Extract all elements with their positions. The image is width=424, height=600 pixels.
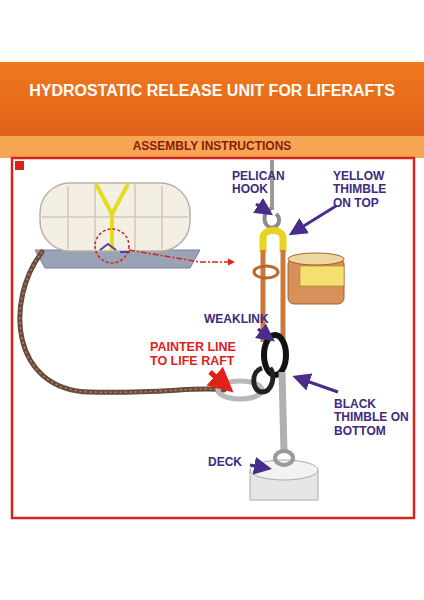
rope-texture [20,252,224,392]
pad-eye [275,451,293,465]
painter-line [20,252,224,392]
liferaft-canister [40,183,190,251]
part-label: WEAKLINK [204,313,284,326]
yellow-strap [96,184,128,250]
yellow-thimble [263,231,283,253]
weaklink [264,335,286,375]
hru-top [288,253,344,265]
frame [12,158,414,518]
hru-mount [100,244,130,252]
black-thimble [254,368,273,392]
copper-knot [254,266,278,278]
part-label: YELLOW THIMBLE ON TOP [333,170,405,210]
hru-label [300,266,344,286]
copper-bar [261,250,266,342]
corner-mark [15,161,24,170]
part-label: BLACK THIMBLE ON BOTTOM [334,398,414,438]
detail-circle [95,229,129,263]
header-band [0,62,424,136]
part-label: PAINTER LINE TO LIFE RAFT [150,340,254,368]
subheader-band [0,136,424,158]
callout-arrows [250,204,338,468]
top-rod [270,160,274,210]
subtitle: ASSEMBLY INSTRUCTIONS [0,140,424,153]
part-label: DECK [208,456,268,469]
copper-bar [281,250,286,342]
detail-line [129,250,232,262]
cradle [35,250,200,268]
painter-arrow [210,372,226,386]
title: HYDROSTATIC RELEASE UNIT FOR LIFERAFTS [0,82,424,100]
shackle-bolt [282,372,284,452]
canister-ribs [42,184,188,250]
part-label: PELICAN HOOK [232,170,296,197]
